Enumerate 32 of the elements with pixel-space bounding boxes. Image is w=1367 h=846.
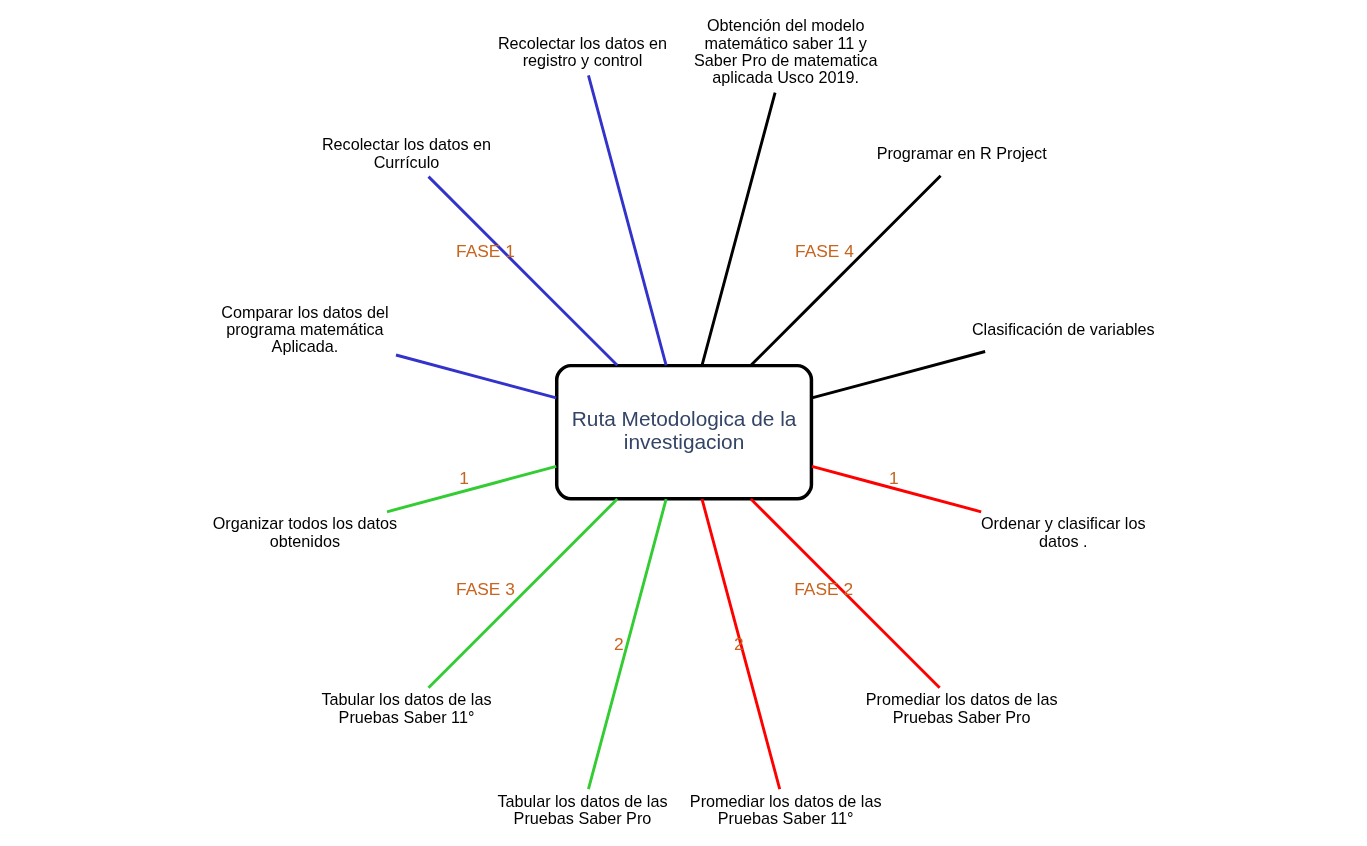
node-box: Ruta Metodologica de la investigacion xyxy=(555,363,814,500)
connector xyxy=(749,497,941,689)
node-text: Tabular los datos de las Pruebas Saber Pro xyxy=(497,791,668,827)
connector xyxy=(700,498,782,789)
node-text: Comparar los datos del programa matemática Aplicada. xyxy=(221,302,389,355)
node-text: Tabular los datos de las Pruebas Saber 11° xyxy=(321,689,492,726)
node-text: Obtención del modelo matemático saber 11 y Saber Pro de matematica aplicada Usco 2019. xyxy=(693,15,878,86)
edge-label: 1 xyxy=(459,467,469,488)
edge-label: FASE 2 xyxy=(794,578,854,599)
node-text: Recolectar los datos en registro y control xyxy=(497,33,668,69)
node-text: Ordenar y clasificar los datos . xyxy=(980,513,1146,550)
connector xyxy=(700,91,777,366)
connector xyxy=(587,498,668,789)
edge-label: FASE 3 xyxy=(456,578,515,599)
edge-label: 1 xyxy=(888,467,899,488)
edge-label: 2 xyxy=(614,633,624,654)
connector xyxy=(386,464,557,513)
node-text: Recolectar los datos en Currículo xyxy=(321,134,492,171)
node-text: Promediar los datos de las Pruebas Saber Pro xyxy=(865,689,1058,726)
connector xyxy=(811,349,986,399)
connector xyxy=(427,175,619,366)
node-text: Programar en R Project xyxy=(876,143,1047,162)
node-text: Promediar los datos de las Pruebas Saber 11° xyxy=(689,791,882,827)
connector xyxy=(395,353,557,399)
connector xyxy=(811,464,982,513)
edge-label: FASE 1 xyxy=(456,240,515,261)
node-text: Clasificación de variables xyxy=(971,319,1155,338)
connector xyxy=(749,174,942,366)
edge-label: FASE 4 xyxy=(795,240,854,261)
node-text: Organizar todos los datos obtenidos xyxy=(212,513,398,550)
connector xyxy=(427,497,619,689)
connector xyxy=(587,74,668,366)
